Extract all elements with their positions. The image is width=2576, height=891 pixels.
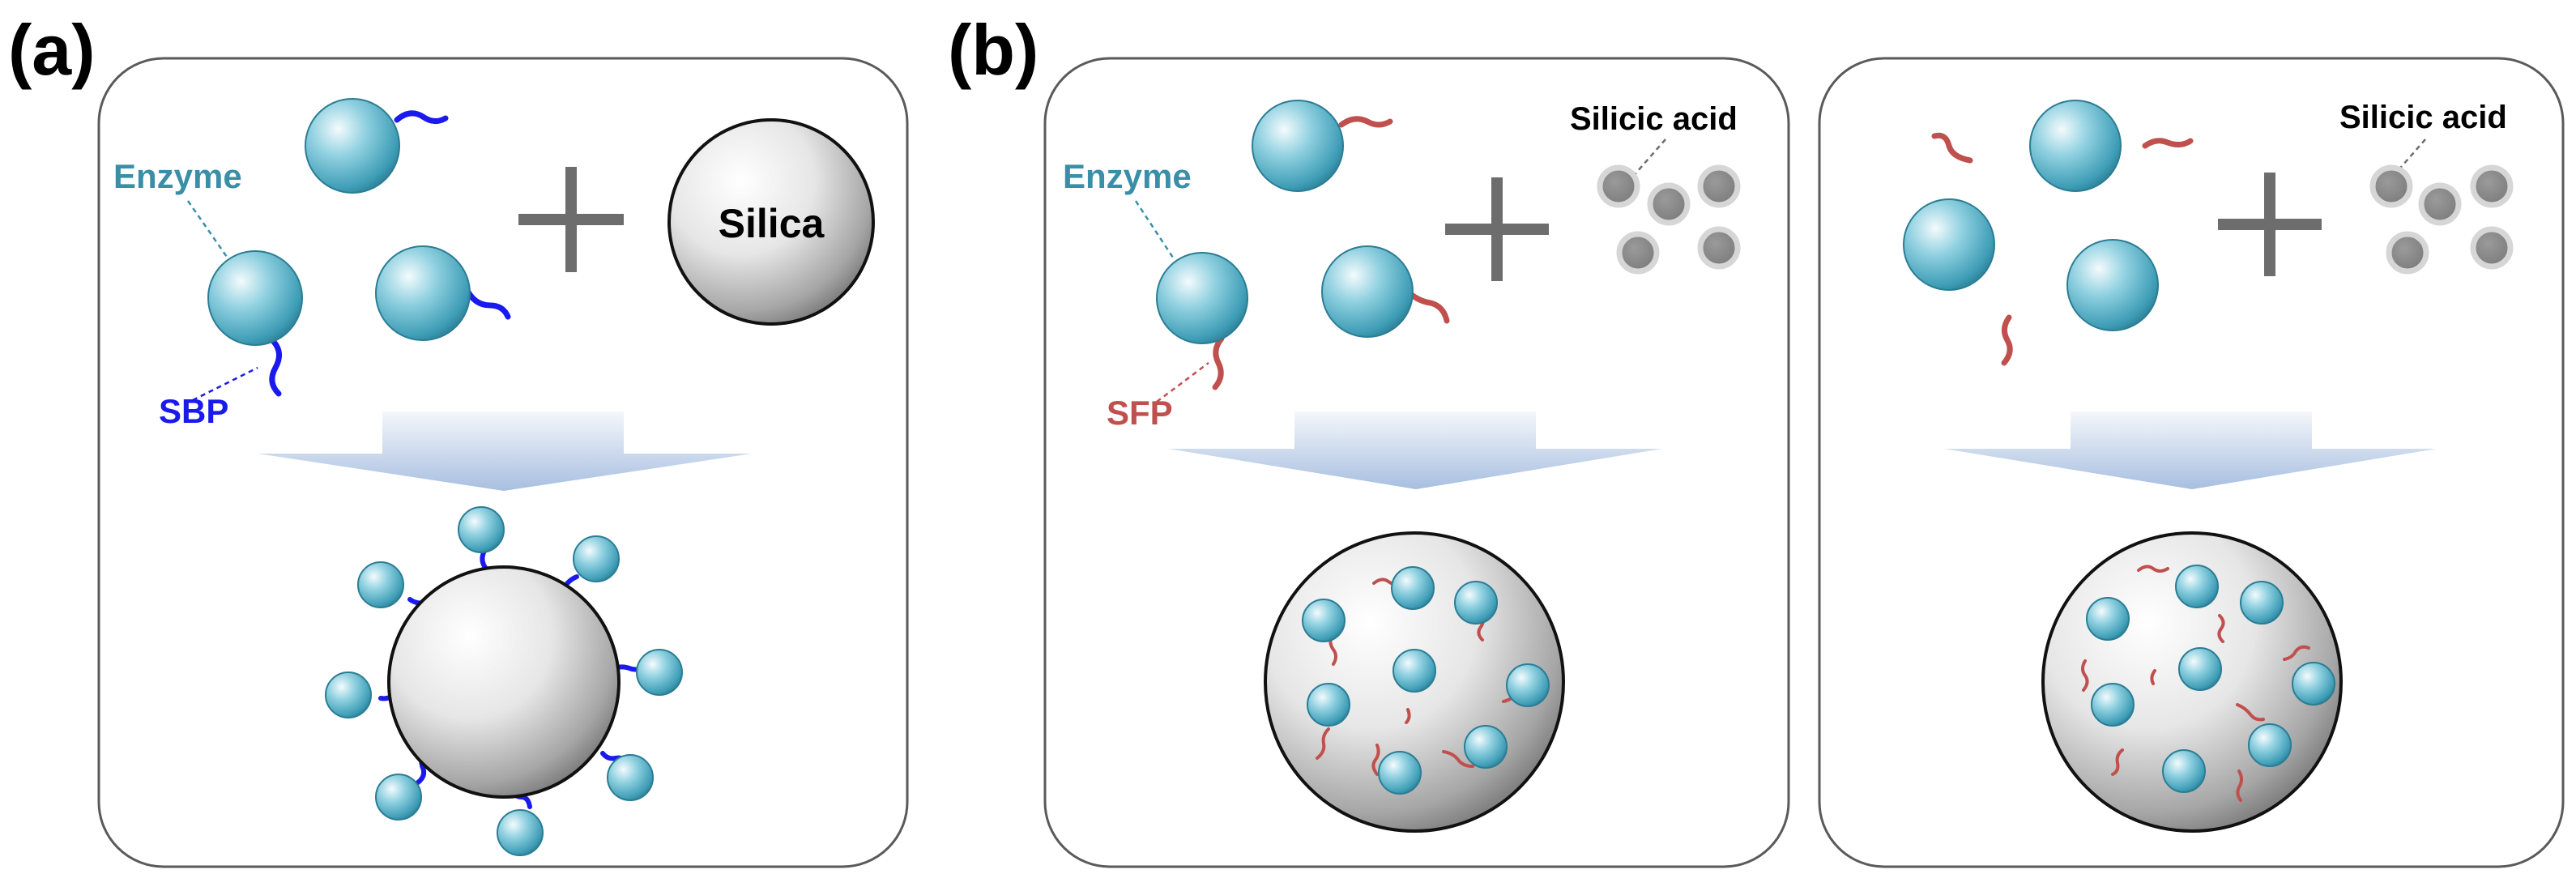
enzyme-with-sbp: [375, 245, 511, 341]
free-sfp-strands: [1931, 132, 2194, 366]
enzyme-with-sfp: [1252, 100, 1393, 192]
sfp-leader-line: [1156, 362, 1209, 403]
panel-b-left: Enzyme SFP Silicic acid: [1063, 100, 1741, 833]
silica-label: Silica: [719, 201, 825, 246]
sbp-label: SBP: [159, 392, 228, 430]
enzyme-label: Enzyme: [113, 157, 242, 195]
silicic-acid-label: Silicic acid: [1570, 101, 1738, 137]
enzyme-with-sbp: [207, 250, 303, 397]
plus-icon: [1445, 177, 1549, 281]
enzyme-with-sfp: [1156, 252, 1248, 390]
reaction-arrow: [258, 411, 752, 491]
reaction-arrow: [1168, 411, 1662, 489]
panel-b-right: Silicic acid: [1903, 100, 2514, 833]
plus-icon: [2218, 173, 2322, 276]
enzyme: [1903, 100, 2159, 331]
product-surface-bound: [325, 506, 683, 856]
silica-particle: Silica: [667, 118, 875, 326]
plus-icon: [518, 167, 624, 272]
enzyme-leader-line: [1134, 200, 1175, 258]
enzyme-with-sbp: [305, 98, 449, 194]
sbp-leader-line: [192, 366, 258, 402]
panel-a: Enzyme SBP Silica: [113, 98, 875, 856]
silicic-acid-label: Silicic acid: [2339, 100, 2507, 135]
enzyme-with-sfp: [1321, 245, 1450, 338]
silicic-acid-dots: [2369, 164, 2514, 275]
product-entrapped: [2041, 531, 2343, 833]
panel-a-label: (a): [8, 10, 96, 90]
silicic-acid-dots: [1597, 164, 1741, 275]
sfp-label: SFP: [1107, 394, 1173, 432]
enzyme-label: Enzyme: [1063, 157, 1192, 195]
reaction-arrow: [1944, 411, 2437, 489]
panel-b-label: (b): [948, 10, 1039, 90]
product-encapsulated: [1264, 531, 1565, 833]
enzyme-leader-line: [186, 200, 230, 260]
